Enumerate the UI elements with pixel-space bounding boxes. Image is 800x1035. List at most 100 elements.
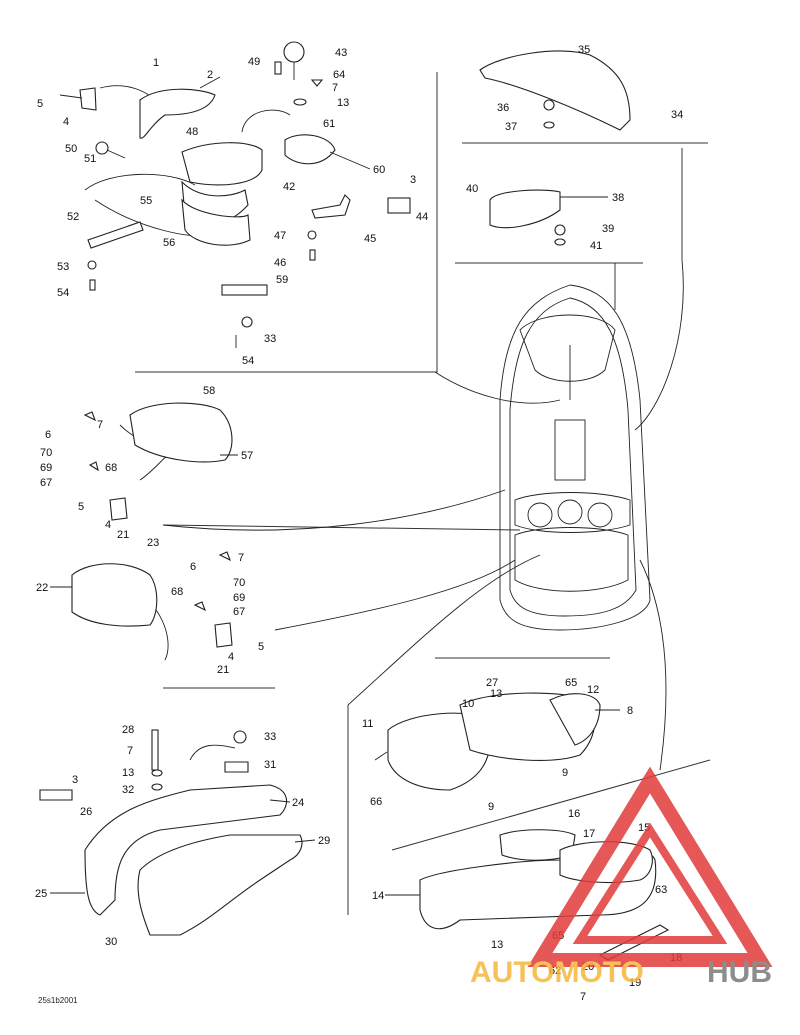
part-label-19: 19 — [629, 977, 641, 989]
part-label-30: 30 — [105, 936, 117, 948]
watermark-logo: AUTOMOTO HUB — [470, 766, 773, 989]
part-label-44: 44 — [416, 211, 428, 223]
part-label-7d: 7 — [127, 745, 133, 757]
part-label-46: 46 — [274, 257, 286, 269]
part-label-3b: 3 — [72, 774, 78, 786]
part-label-28: 28 — [122, 724, 134, 736]
part-label-39: 39 — [602, 223, 614, 235]
part-label-57: 57 — [241, 450, 253, 462]
part-label-9b: 9 — [562, 767, 568, 779]
parts-bottom-left — [39, 729, 303, 936]
part-label-37: 37 — [505, 121, 517, 133]
part-label-68b: 68 — [171, 586, 183, 598]
part-label-33: 33 — [264, 333, 276, 345]
part-label-12: 12 — [587, 684, 599, 696]
watermark-text-left: AUTOMOTO — [470, 956, 644, 989]
part-label-64: 64 — [333, 69, 345, 81]
part-label-69b: 69 — [233, 592, 245, 604]
part-label-40: 40 — [466, 183, 478, 195]
part-label-21b: 21 — [217, 664, 229, 676]
part-label-23: 23 — [147, 537, 159, 549]
part-label-47: 47 — [274, 230, 286, 242]
watermark-text-right: HUB — [707, 956, 772, 989]
part-label-7c: 7 — [238, 552, 244, 564]
part-label-1: 1 — [153, 57, 159, 69]
part-label-32: 32 — [122, 784, 134, 796]
part-label-7b: 7 — [97, 419, 103, 431]
part-label-41: 41 — [590, 240, 602, 252]
part-label-10: 10 — [462, 698, 474, 710]
part-label-4c: 4 — [228, 651, 234, 663]
part-label-69: 69 — [40, 462, 52, 474]
part-label-54b: 54 — [242, 355, 254, 367]
part-label-50: 50 — [65, 143, 77, 155]
part-label-68: 68 — [105, 462, 117, 474]
part-label-67: 67 — [40, 477, 52, 489]
section-separators — [135, 72, 711, 915]
part-label-24: 24 — [292, 797, 304, 809]
part-label-14: 14 — [372, 890, 384, 902]
part-label-5c: 5 — [258, 641, 264, 653]
part-label-70: 70 — [40, 447, 52, 459]
part-label-45: 45 — [364, 233, 376, 245]
part-label-70b: 70 — [233, 577, 245, 589]
part-label-11: 11 — [362, 718, 373, 730]
part-label-67b: 67 — [233, 606, 245, 618]
part-label-7e: 7 — [580, 991, 586, 1003]
part-label-52: 52 — [67, 211, 79, 223]
part-label-51: 51 — [84, 153, 96, 165]
label-ticks — [50, 76, 620, 896]
part-label-42: 42 — [283, 181, 295, 193]
part-label-5b: 5 — [78, 501, 84, 513]
part-label-43: 43 — [335, 47, 347, 59]
part-label-34: 34 — [671, 109, 683, 121]
part-label-22: 22 — [36, 582, 48, 594]
part-labels: 1 2 3 3 4 4 4 5 5 5 6 6 7 7 7 7 7 8 9 9 … — [35, 44, 683, 1003]
part-label-54: 54 — [57, 287, 69, 299]
part-label-13c: 13 — [490, 688, 502, 700]
part-label-63: 63 — [655, 884, 667, 896]
part-label-6b: 6 — [190, 561, 196, 573]
parts-mid-left — [71, 402, 233, 648]
part-label-59: 59 — [276, 274, 288, 286]
craft-hull — [499, 284, 651, 631]
part-label-21: 21 — [117, 529, 129, 541]
part-label-7: 7 — [332, 82, 338, 94]
part-label-16: 16 — [568, 808, 580, 820]
part-label-17: 17 — [583, 828, 595, 840]
drawing-code: 25s1b2001 — [38, 996, 78, 1005]
part-label-26: 26 — [80, 806, 92, 818]
part-label-38: 38 — [612, 192, 624, 204]
part-label-27: 27 — [486, 677, 498, 689]
part-label-53: 53 — [57, 261, 69, 273]
part-label-60: 60 — [373, 164, 385, 176]
part-label-4b: 4 — [105, 519, 111, 531]
part-label-55: 55 — [140, 195, 152, 207]
part-label-9: 9 — [488, 801, 494, 813]
part-label-65: 65 — [565, 677, 577, 689]
part-label-36: 36 — [497, 102, 509, 114]
part-label-2: 2 — [207, 69, 213, 81]
part-label-13d: 13 — [491, 939, 503, 951]
part-label-6: 6 — [45, 429, 51, 441]
part-label-13: 13 — [337, 97, 349, 109]
parts-top-right — [479, 50, 631, 246]
part-label-4: 4 — [63, 116, 69, 128]
part-label-5: 5 — [37, 98, 43, 110]
part-label-56: 56 — [163, 237, 175, 249]
part-label-62: 62 — [549, 965, 561, 977]
part-label-29: 29 — [318, 835, 330, 847]
part-label-61: 61 — [323, 118, 335, 130]
part-label-35: 35 — [578, 44, 590, 56]
part-label-3: 3 — [410, 174, 416, 186]
part-label-13b: 13 — [122, 767, 134, 779]
part-label-33b: 33 — [264, 731, 276, 743]
part-label-66: 66 — [370, 796, 382, 808]
part-label-31: 31 — [264, 759, 276, 771]
part-label-25: 25 — [35, 888, 47, 900]
part-label-49: 49 — [248, 56, 260, 68]
parts-lid-group — [59, 41, 411, 348]
part-label-58: 58 — [203, 385, 215, 397]
part-label-8: 8 — [627, 705, 633, 717]
